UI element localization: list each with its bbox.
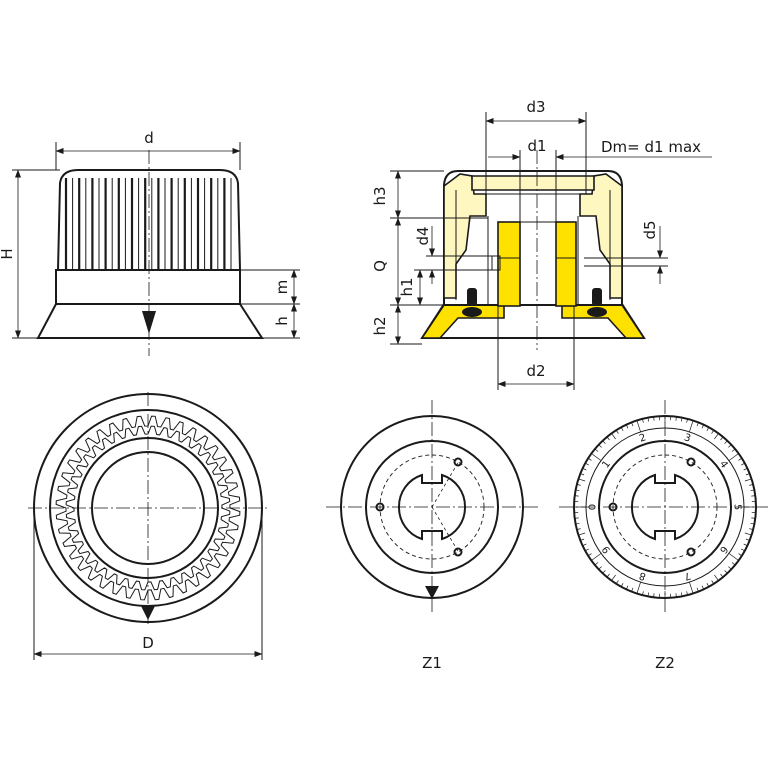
indicator-arrow-icon [141, 606, 155, 620]
dial-number: 4 [717, 459, 730, 471]
dial-scale-ticks [574, 416, 756, 598]
dial-number: 9 [600, 544, 613, 556]
dim-label-h2: h2 [371, 316, 389, 335]
dim-label-d1: d1 [527, 137, 546, 155]
z1-view: Z1 [326, 400, 538, 672]
gear-teeth-outer [55, 415, 241, 601]
dim-label-Q: Q [371, 260, 389, 272]
dial-number: 7 [683, 569, 692, 581]
dim-label-d5: d5 [641, 220, 659, 239]
indicator-arrow-icon [425, 586, 439, 599]
dial-number: 2 [638, 432, 647, 444]
caption-z1: Z1 [422, 654, 442, 672]
knurl-ribs [64, 178, 232, 270]
dim-note-dm: Dm= d1 max [601, 138, 701, 156]
side-view: d H m h [0, 129, 300, 356]
dim-label-H: H [0, 248, 16, 259]
dial-number: 3 [683, 432, 692, 444]
dial-number: 8 [638, 569, 647, 581]
section-view: d3 d1 Dm= d1 max h3 d4 d5 Q h1 [371, 98, 712, 390]
top-view: D [28, 392, 270, 660]
dim-label-d3: d3 [526, 98, 545, 116]
dim-label-d: d [144, 129, 154, 147]
indicator-arrow-icon [142, 311, 156, 334]
dim-label-h: h [273, 316, 291, 326]
dim-label-d2: d2 [526, 362, 545, 380]
screw-left-icon [462, 288, 482, 317]
screw-right-icon [587, 288, 607, 317]
dim-label-D: D [142, 634, 154, 652]
dial-number: 1 [600, 459, 613, 471]
dim-label-h1: h1 [398, 277, 416, 296]
dim-label-h3: h3 [371, 186, 389, 205]
dial-number: 6 [717, 544, 730, 556]
dim-label-d4: d4 [414, 226, 432, 245]
caption-z2: Z2 [655, 654, 675, 672]
dim-label-m: m [273, 280, 291, 295]
